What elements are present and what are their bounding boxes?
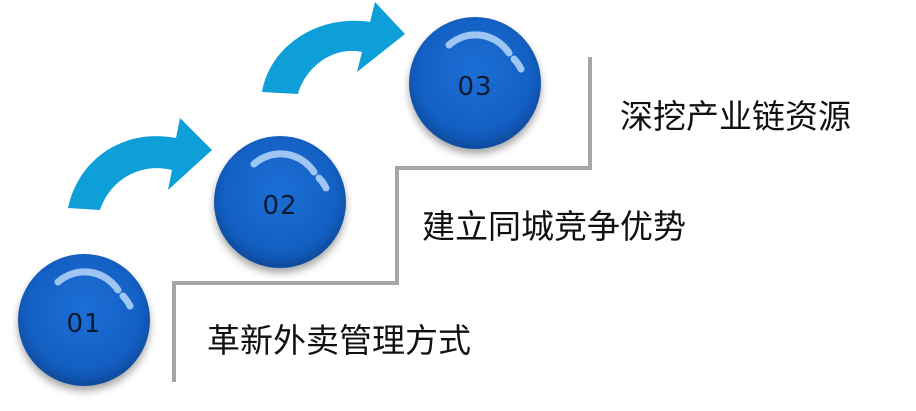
step-number: 03 — [457, 72, 493, 102]
step-number: 02 — [262, 191, 298, 221]
step-circle-02: 02 — [214, 136, 346, 268]
step-label-02: 建立同城竞争优势 — [422, 207, 686, 246]
step-circle-01: 01 — [18, 254, 150, 386]
step-label-03: 深挖产业链资源 — [620, 97, 851, 136]
curved-arrow-icon — [262, 2, 405, 94]
curved-arrow-icon — [68, 118, 212, 210]
circle-highlight — [445, 31, 525, 73]
circle-highlight — [250, 150, 330, 192]
step-number: 01 — [66, 309, 102, 339]
step-circle-03: 03 — [409, 17, 541, 149]
circle-highlight — [54, 268, 134, 310]
step-label-01: 革新外卖管理方式 — [207, 321, 471, 360]
staircase-line — [172, 57, 592, 382]
